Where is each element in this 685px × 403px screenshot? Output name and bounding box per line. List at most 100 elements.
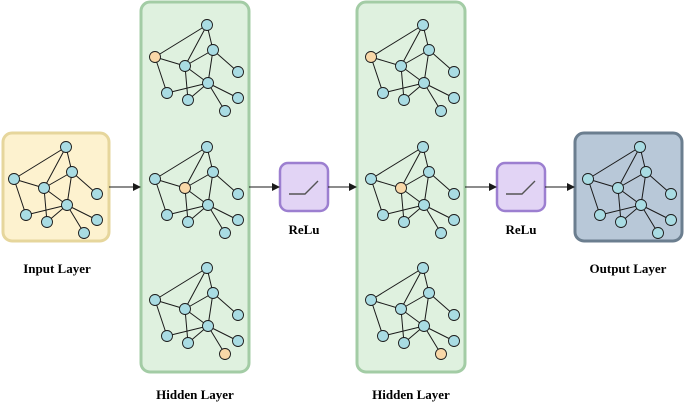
graph-edge	[43, 146, 67, 189]
graph-node	[395, 303, 407, 315]
graph-edge	[13, 146, 67, 180]
hidden1-graph-middle	[149, 141, 244, 239]
graph-node	[202, 320, 214, 332]
graph-node	[365, 173, 377, 185]
graph-node	[232, 188, 244, 200]
graph-node	[91, 188, 103, 200]
output-graph	[582, 141, 677, 239]
graph-node	[161, 87, 173, 99]
graph-edge	[599, 204, 642, 216]
graph-edge	[184, 267, 208, 310]
graph-node	[423, 166, 435, 178]
graph-node	[652, 227, 664, 239]
input-graph	[8, 141, 103, 239]
graph-node	[219, 227, 231, 239]
graph-node	[640, 166, 652, 178]
graph-node	[201, 19, 213, 31]
hidden-layer-2-label: Hidden Layer	[372, 387, 450, 402]
graph-edge	[382, 325, 425, 337]
graph-node	[417, 141, 429, 153]
graph-node	[182, 94, 194, 106]
graph-node	[594, 209, 606, 221]
graph-node	[219, 105, 231, 117]
graph-node	[612, 182, 624, 194]
graph-edge	[154, 267, 208, 301]
graph-node	[232, 309, 244, 321]
graph-node-highlighted	[149, 51, 161, 63]
graph-node-highlighted	[179, 182, 191, 194]
hidden2-graph-bottom	[365, 262, 460, 360]
graph-node	[202, 199, 214, 211]
graph-edge	[400, 24, 424, 67]
graph-node	[91, 214, 103, 226]
graph-node-highlighted	[435, 348, 447, 360]
graph-node	[448, 309, 460, 321]
graph-edge	[184, 146, 208, 189]
graph-node	[8, 173, 20, 185]
relu-1-box	[278, 161, 330, 213]
graph-edge	[382, 204, 425, 216]
graph-edge	[370, 178, 384, 216]
graph-edge	[587, 178, 601, 216]
graph-node	[66, 166, 78, 178]
graph-node	[61, 199, 73, 211]
input-layer-box	[1, 131, 111, 243]
graph-node	[418, 199, 430, 211]
graph-node	[582, 173, 594, 185]
hidden1-graph-top	[149, 19, 244, 117]
graph-edge	[25, 204, 68, 216]
graph-node-highlighted	[365, 51, 377, 63]
graph-node	[232, 66, 244, 78]
graph-node	[207, 166, 219, 178]
graph-edge	[370, 146, 424, 180]
graph-node	[377, 87, 389, 99]
graph-node	[202, 77, 214, 89]
graph-edge	[154, 56, 168, 94]
graph-edge	[166, 204, 209, 216]
graph-node	[41, 216, 53, 228]
graph-edge	[13, 178, 27, 216]
graph-node	[161, 209, 173, 221]
graph-node	[435, 105, 447, 117]
graph-node	[448, 66, 460, 78]
graph-node	[398, 216, 410, 228]
graph-node	[418, 320, 430, 332]
graph-edge	[382, 82, 425, 94]
graph-node	[182, 337, 194, 349]
graph-node	[423, 44, 435, 56]
graph-edge	[370, 56, 384, 94]
graph-node	[448, 214, 460, 226]
graph-node	[418, 77, 430, 89]
graph-edge	[154, 146, 208, 180]
graph-node	[201, 141, 213, 153]
graph-edge	[400, 146, 424, 189]
graph-node	[38, 182, 50, 194]
graph-edge	[370, 299, 384, 337]
hidden2-graph-middle	[365, 141, 460, 239]
graph-node	[448, 188, 460, 200]
graph-node	[207, 44, 219, 56]
graph-edge	[370, 24, 424, 58]
graph-edge	[166, 325, 209, 337]
graph-node	[634, 141, 646, 153]
graph-node	[665, 214, 677, 226]
graph-node	[665, 188, 677, 200]
graph-node	[78, 227, 90, 239]
hidden1-graph-bottom	[149, 262, 244, 360]
graph-node	[201, 262, 213, 274]
output-layer-label: Output Layer	[590, 261, 667, 276]
graph-node	[365, 294, 377, 306]
graph-edge	[370, 267, 424, 301]
graph-node	[417, 19, 429, 31]
graph-node	[377, 209, 389, 221]
graph-node	[448, 335, 460, 347]
graph-edge	[400, 267, 424, 310]
graph-node	[395, 60, 407, 72]
graph-node	[182, 216, 194, 228]
graph-node	[207, 287, 219, 299]
graph-node	[60, 141, 72, 153]
graph-node	[232, 214, 244, 226]
hidden-layer-1-label: Hidden Layer	[156, 387, 234, 402]
graph-edge	[154, 24, 208, 58]
